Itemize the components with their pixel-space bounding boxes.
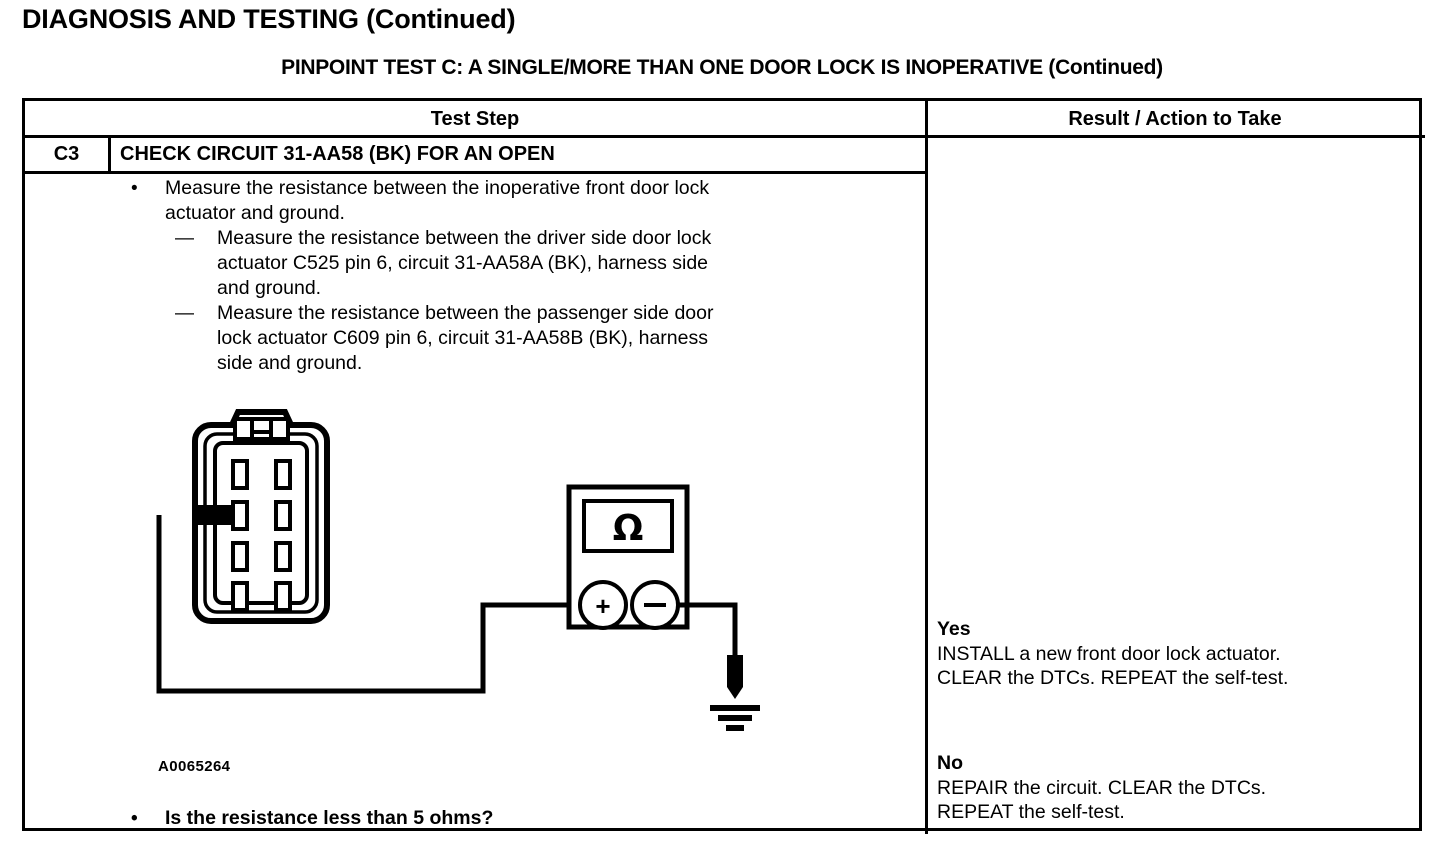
step-id: C3 (53, 143, 80, 165)
instruction-list: • Measure the resistance between the ino… (113, 176, 913, 376)
schematic-svg: Ω + (156, 409, 760, 731)
result-yes-block: Yes INSTALL a new front door lock actuat… (937, 617, 1427, 690)
instruction-line: side and ground. (217, 352, 363, 374)
instruction-line: Measure the resistance between the inope… (165, 177, 710, 199)
question-text: Is the resistance less than 5 ohms? (165, 807, 494, 829)
result-action-line: REPEAT the self-test. (937, 801, 1125, 823)
header-row-rule (25, 135, 1425, 138)
pin-cavity (274, 459, 292, 490)
pin-cavity (274, 541, 292, 572)
result-answer-label: Yes (937, 618, 971, 640)
list-item: • Measure the resistance between the ino… (113, 176, 913, 226)
step-heading: CHECK CIRCUIT 31-AA58 (BK) FOR AN OPEN (120, 143, 555, 165)
pin-cavity (231, 459, 249, 490)
pin-cavity (274, 581, 292, 612)
instruction-line: and ground. (217, 277, 322, 299)
figure-id-label: A0065264 (158, 758, 231, 775)
dash-marker: — (175, 228, 194, 249)
pin-cavity (231, 581, 249, 612)
column-header-result-action: Result / Action to Take (1068, 108, 1282, 130)
result-action-line: INSTALL a new front door lock actuator. (937, 643, 1281, 665)
multimeter-positive-terminal (578, 580, 628, 630)
test-question: • Is the resistance less than 5 ohms? (113, 806, 913, 831)
svg-text:+: + (595, 591, 610, 621)
dash-marker: — (175, 303, 194, 324)
result-action-line: CLEAR the DTCs. REPEAT the self-test. (937, 667, 1289, 689)
connector-pin-cavities (231, 459, 292, 612)
instruction-line: Measure the resistance between the passe… (217, 302, 714, 324)
result-answer-label: No (937, 752, 963, 774)
list-item: — Measure the resistance between the pas… (113, 301, 913, 376)
instruction-line: Measure the resistance between the drive… (217, 227, 712, 249)
column-header-test-step: Test Step (430, 108, 520, 130)
ground-symbol-icon (710, 705, 760, 731)
list-item: • Is the resistance less than 5 ohms? (113, 806, 913, 831)
resistance-test-schematic: Ω + (135, 401, 835, 741)
list-item: — Measure the resistance between the dri… (113, 226, 913, 301)
pin-cavity (274, 500, 292, 531)
pinpoint-test-title: PINPOINT TEST C: A SINGLE/MORE THAN ONE … (281, 56, 1163, 79)
pin-cavity (231, 541, 249, 572)
column-divider (925, 101, 928, 834)
multimeter-icon: Ω + (566, 484, 690, 630)
instruction-line: actuator C525 pin 6, circuit 31-AA58A (B… (217, 252, 709, 274)
instruction-line: lock actuator C609 pin 6, circuit 31-AA5… (217, 327, 708, 349)
result-action-line: REPAIR the circuit. CLEAR the DTCs. (937, 777, 1267, 799)
multimeter-display (582, 499, 674, 553)
step-id-cell-divider (108, 135, 111, 171)
multimeter-display-value: Ω (613, 508, 644, 549)
step-heading-rule (25, 171, 925, 174)
page-title: DIAGNOSIS AND TESTING (Continued) (22, 4, 516, 34)
bullet-marker: • (131, 808, 138, 829)
pin-cavity (231, 500, 249, 531)
test-probe-tip-icon (195, 505, 231, 525)
pinpoint-test-table: Test Step Result / Action to Take C3 CHE… (22, 98, 1425, 834)
bullet-marker: • (131, 178, 138, 199)
ground-probe-tip-icon (727, 655, 743, 699)
instruction-line: actuator and ground. (165, 202, 345, 224)
result-no-block: No REPAIR the circuit. CLEAR the DTCs. R… (937, 751, 1427, 824)
